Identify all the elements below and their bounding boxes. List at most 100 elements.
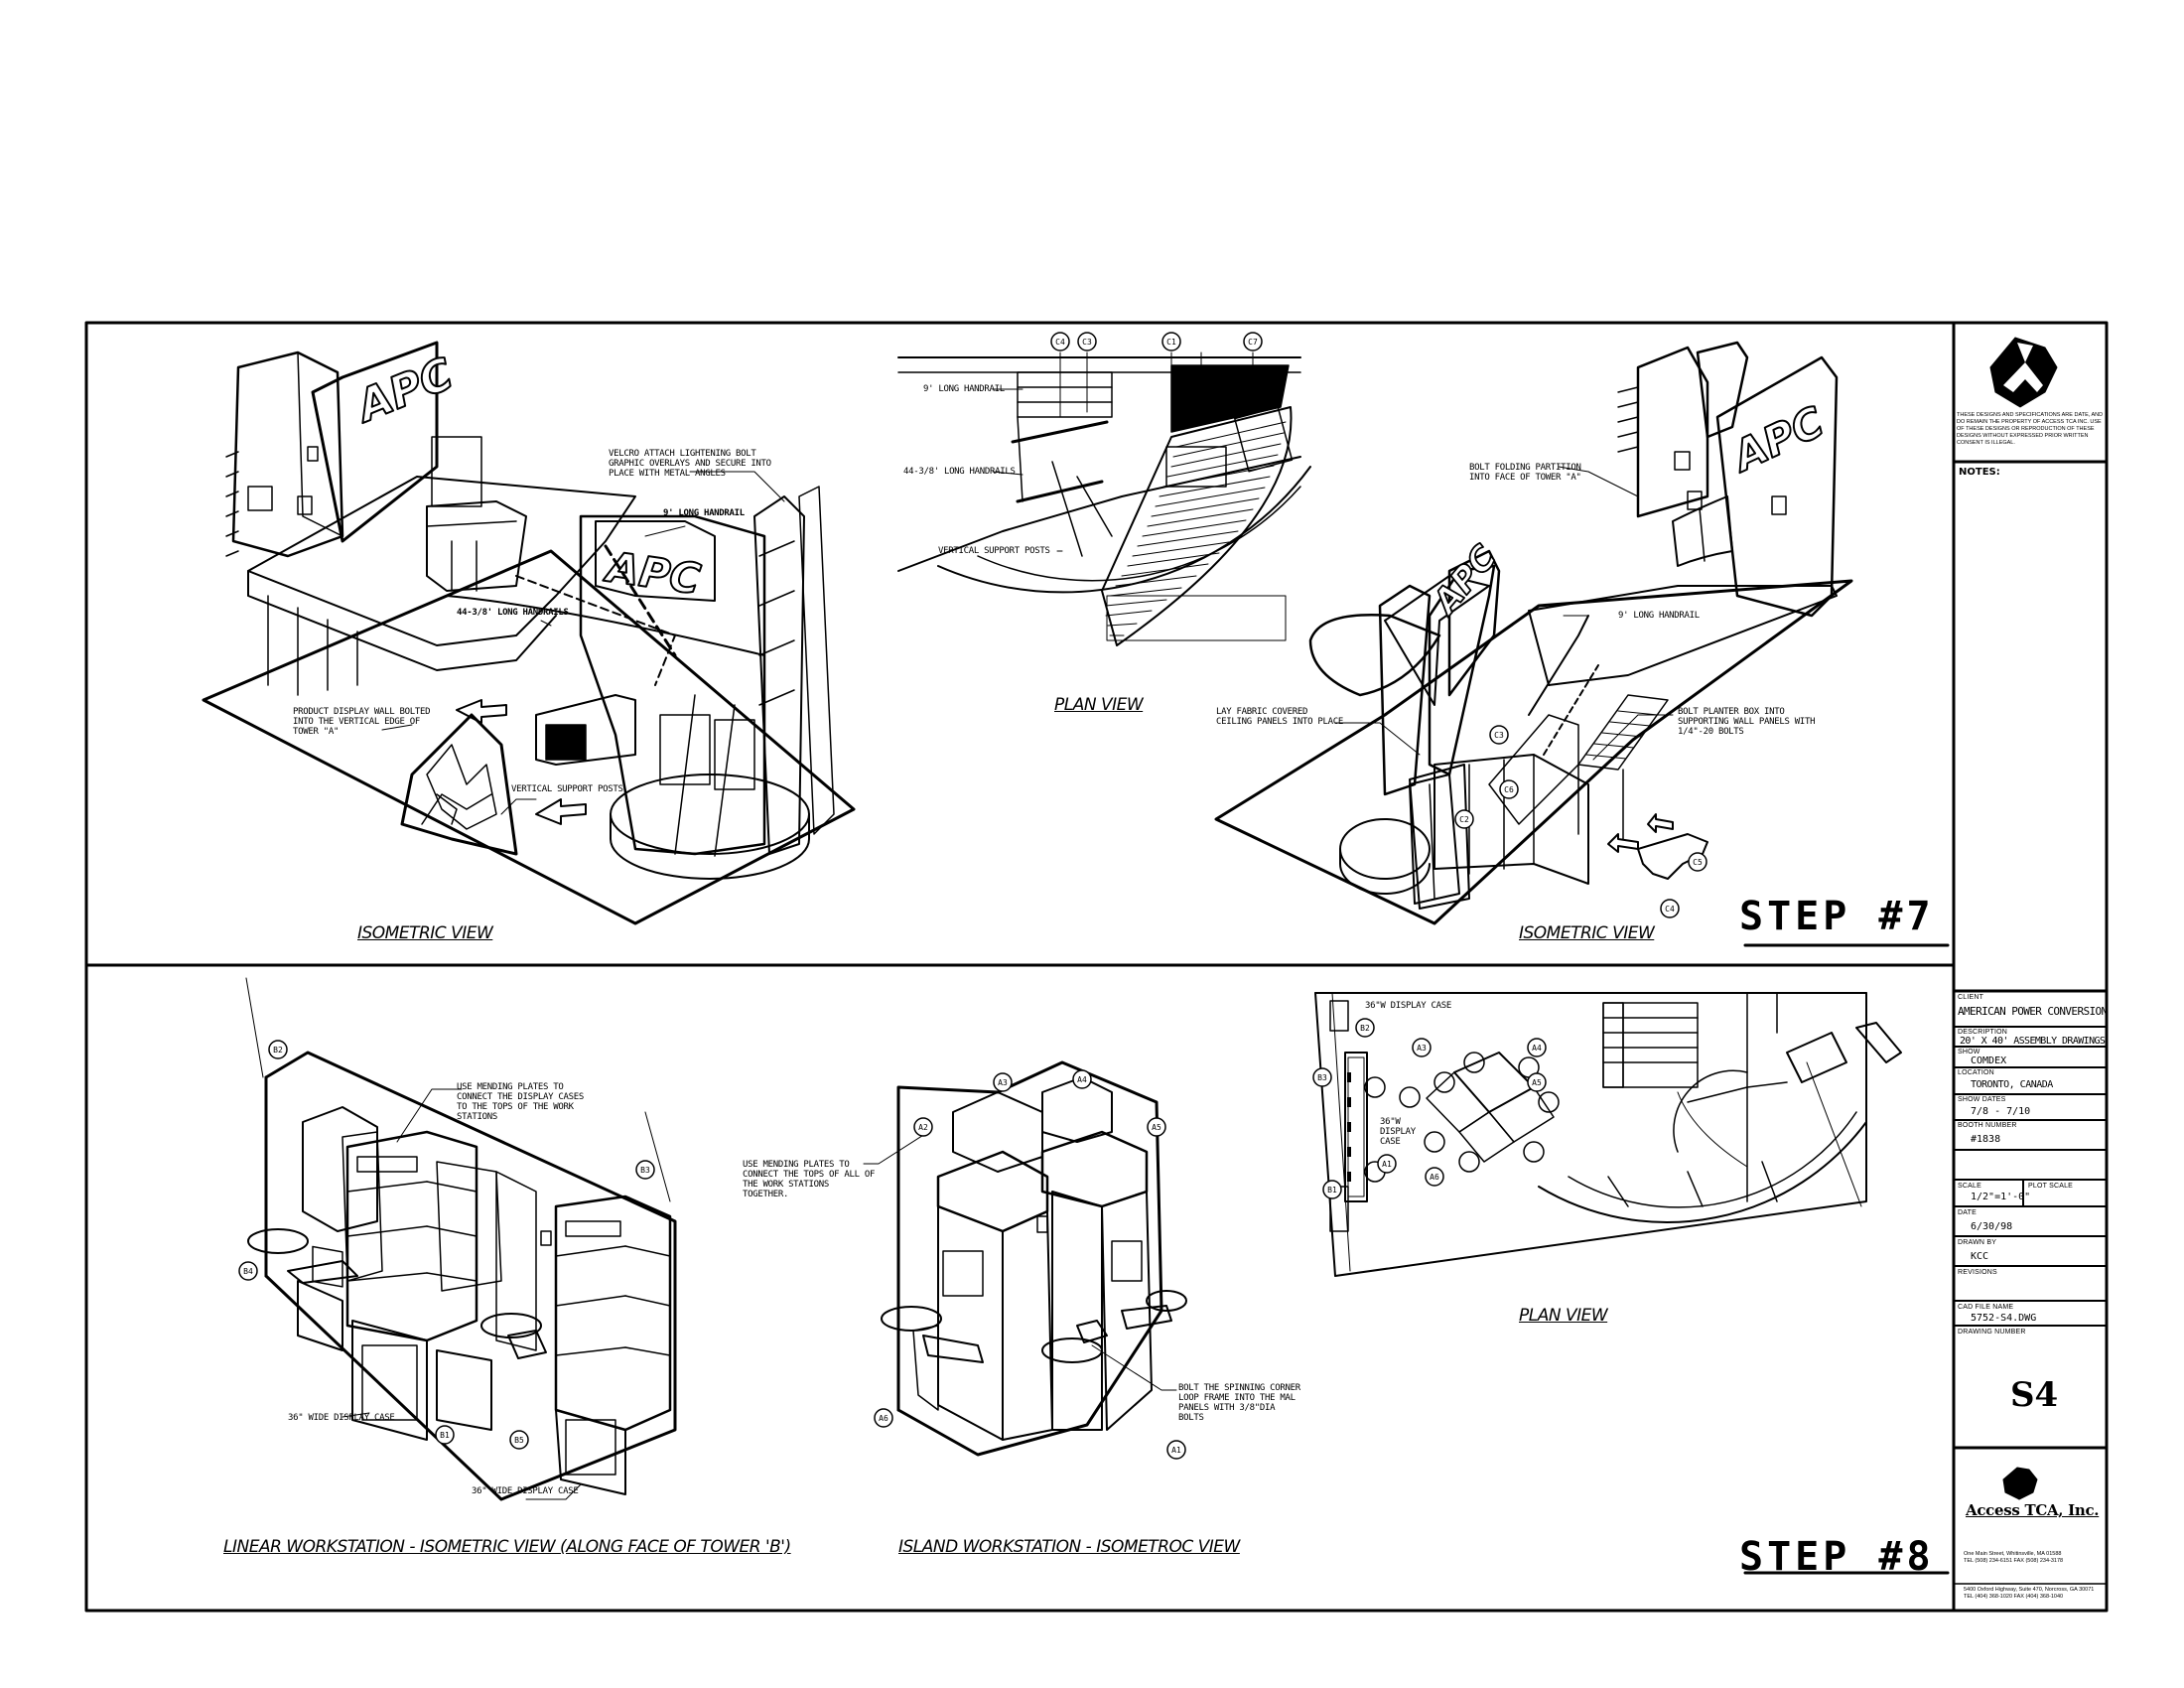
callout-36-case-a: 36" WIDE DISPLAY CASE (288, 1413, 395, 1423)
detail-bubble-label: B2 (1360, 1024, 1370, 1033)
company-name: Access TCA, Inc. (1966, 1501, 2100, 1519)
detail-bubble-step8_island-A4: A4 (1072, 1069, 1092, 1089)
view-title-plan-step8: PLAN VIEW (1519, 1306, 1608, 1326)
date-value: 6/30/98 (1971, 1221, 2013, 1232)
detail-bubble-label: B1 (440, 1431, 450, 1440)
detail-bubble-label: C3 (1082, 338, 1092, 347)
callout-velcro: VELCRO ATTACH LIGHTENING BOLT GRAPHIC OV… (609, 449, 771, 479)
scale-value: 1/2"=1'-0" (1971, 1192, 2031, 1202)
detail-bubble-label: C6 (1504, 785, 1514, 794)
drawn-by-label: DRAWN BY (1958, 1239, 1997, 1246)
callout-mending-linear: USE MENDING PLATES TO CONNECT THE DISPLA… (457, 1082, 584, 1122)
detail-bubble-step8_plan-A6: A6 (1425, 1167, 1444, 1187)
description-value: 20' X 40' ASSEMBLY DRAWINGS (1960, 1036, 2106, 1047)
detail-bubble-step7_right-C4: C4 (1660, 899, 1680, 918)
detail-bubble-label: A5 (1532, 1078, 1542, 1087)
detail-bubble-step8_island-A5: A5 (1147, 1117, 1166, 1137)
date-label: DATE (1958, 1209, 1977, 1216)
detail-bubble-step7_plan-C7: C7 (1243, 332, 1263, 352)
apc-logo-left: APC (347, 349, 460, 433)
step7-plan-view (897, 352, 1311, 646)
callout-plan-9ft-handrail: 9' LONG HANDRAIL (923, 384, 1005, 394)
apc-logo-right: APC (1723, 397, 1832, 483)
detail-bubble-label: C4 (1055, 338, 1065, 347)
callout-vertical-posts-left: VERTICAL SUPPORT POSTS (511, 784, 623, 794)
detail-bubble-label: A3 (998, 1078, 1008, 1087)
detail-bubble-label: A4 (1077, 1075, 1087, 1084)
apc-logo-center: APC (602, 542, 704, 604)
step-8-label: STEP #8 (1739, 1534, 1935, 1580)
detail-bubble-label: A1 (1171, 1446, 1181, 1455)
access-tca-logo-small-icon (2002, 1467, 2038, 1500)
step8-island-workstation (863, 1060, 1187, 1457)
show-label: SHOW (1958, 1049, 1980, 1055)
sheet-border (84, 321, 2109, 1613)
booth-value: #1838 (1971, 1134, 2001, 1145)
callout-product-wall: PRODUCT DISPLAY WALL BOLTED INTO THE VER… (293, 707, 431, 737)
step8-plan-view (1314, 992, 1902, 1277)
detail-bubble-step7_right-C6: C6 (1499, 779, 1519, 799)
detail-bubble-label: C1 (1166, 338, 1176, 347)
cad-file-value: 5752-S4.DWG (1971, 1313, 2037, 1324)
detail-bubble-step8_linear-B4: B4 (238, 1261, 258, 1281)
callout-9ft-handrail-right: 9' LONG HANDRAIL (1618, 611, 1700, 621)
detail-bubble-step8_linear-B5: B5 (509, 1430, 529, 1450)
disclaimer-text: THESE DESIGNS AND SPECIFICATIONS ARE DAT… (1957, 412, 2104, 446)
callout-36-case-b: 36" WIDE DISPLAY CASE (472, 1486, 579, 1496)
callout-spinning-corner: BOLT THE SPINNING CORNER LOOP FRAME INTO… (1178, 1383, 1300, 1423)
detail-bubble-step8_island-A3: A3 (993, 1072, 1013, 1092)
show-dates-label: SHOW DATES (1958, 1096, 2006, 1103)
view-title-plan-step7: PLAN VIEW (1054, 695, 1144, 715)
detail-bubble-label: A6 (879, 1414, 888, 1423)
detail-bubble-label: A3 (1417, 1044, 1427, 1053)
detail-bubble-step8_plan-A5: A5 (1527, 1072, 1547, 1092)
detail-bubble-label: B2 (273, 1046, 283, 1055)
cad-file-label: CAD FILE NAME (1958, 1304, 2014, 1311)
detail-bubble-label: A6 (1430, 1173, 1439, 1182)
callout-plan-vertical-posts: VERTICAL SUPPORT POSTS (938, 546, 1050, 556)
callout-mending-island: USE MENDING PLATES TO CONNECT THE TOPS O… (743, 1160, 876, 1199)
scale-label: SCALE (1958, 1183, 1981, 1190)
access-tca-logo-icon (1989, 337, 2058, 408)
plot-scale-label: PLOT SCALE (2028, 1183, 2074, 1190)
detail-bubble-step8_linear-B1: B1 (435, 1425, 455, 1445)
callout-plan-case-mid: 36"W DISPLAY CASE (1380, 1117, 1416, 1147)
detail-bubble-step8_linear-B3: B3 (635, 1160, 655, 1180)
detail-bubble-label: C5 (1693, 858, 1703, 867)
detail-bubble-step8_island-A1: A1 (1166, 1440, 1186, 1460)
company-address-1: One Main Street, Whitinsville, MA 01588 … (1964, 1551, 2064, 1564)
step7-isometric-left: APC APC (202, 341, 856, 925)
detail-bubble-label: B5 (514, 1436, 524, 1445)
detail-bubble-step8_island-A6: A6 (874, 1408, 893, 1428)
callout-planter-box: BOLT PLANTER BOX INTO SUPPORTING WALL PA… (1678, 707, 1816, 737)
drawn-by-value: KCC (1971, 1251, 1989, 1262)
location-label: LOCATION (1958, 1069, 1994, 1076)
detail-bubble-label: B4 (243, 1267, 253, 1276)
step8-linear-workstation (245, 977, 677, 1501)
detail-bubble-label: A2 (918, 1123, 928, 1132)
detail-bubble-step8_plan-B2: B2 (1355, 1018, 1375, 1038)
detail-bubble-label: C7 (1248, 338, 1258, 347)
view-title-island-workstation: ISLAND WORKSTATION - ISOMETROC VIEW (898, 1537, 1240, 1557)
drawing-number-label: DRAWING NUMBER (1958, 1329, 2026, 1336)
detail-bubble-label: B3 (1317, 1073, 1327, 1082)
detail-bubble-label: A5 (1152, 1123, 1161, 1132)
step-7-label: STEP #7 (1739, 894, 1935, 939)
detail-bubble-step7_right-C2: C2 (1454, 809, 1474, 829)
detail-bubble-step7_plan-C1: C1 (1161, 332, 1181, 352)
detail-bubble-step8_plan-A4: A4 (1527, 1038, 1547, 1057)
callout-44-handrails-left: 44-3/8' LONG HANDRAILS (457, 608, 569, 618)
show-dates-value: 7/8 - 7/10 (1971, 1106, 2031, 1117)
detail-bubble-step8_plan-A3: A3 (1412, 1038, 1432, 1057)
view-title-isometric-right: ISOMETRIC VIEW (1519, 923, 1655, 943)
detail-bubble-step8_plan-B1: B1 (1322, 1180, 1342, 1199)
detail-bubble-label: C3 (1494, 731, 1504, 740)
detail-bubble-step8_plan-B3: B3 (1312, 1067, 1332, 1087)
drawing-number-value: S4 (2010, 1375, 2059, 1415)
notes-label: NOTES: (1959, 467, 2000, 478)
callout-plan-44-handrails: 44-3/8' LONG HANDRAILS (903, 467, 1016, 477)
callout-9ft-handrail-left: 9' LONG HANDRAIL (663, 508, 745, 518)
client-label: CLIENT (1958, 994, 1984, 1001)
